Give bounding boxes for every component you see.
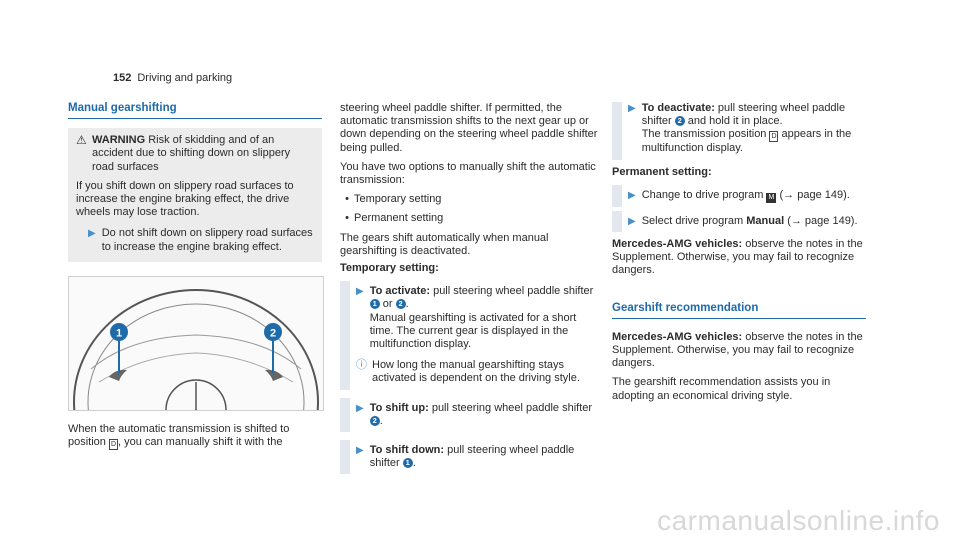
warning-icon: ⚠ (76, 133, 87, 148)
page-number: 152 (113, 72, 132, 84)
deactivated-text: The gears shift automatically when manua… (340, 231, 549, 257)
perm-step-1: ▶ Change to drive program M (→ page 149)… (612, 184, 866, 207)
warning-header: ⚠ WARNING Risk of skidding and of an acc… (76, 134, 314, 174)
step-arrow-icon: ▶ (88, 228, 96, 240)
step-arrow-icon: ▶ (356, 286, 364, 298)
amg-note: Mercedes-AMG vehicles: observe the notes… (612, 238, 863, 277)
chapter-title: Driving and parking (137, 72, 233, 84)
page-header: 152 Driving and parking (113, 72, 232, 85)
step-arrow-icon: ▶ (628, 189, 636, 201)
badge-2: 2 (395, 299, 406, 310)
warning-body: If you shift down on slippery road surfa… (76, 179, 294, 219)
position-d-symbol: D (769, 131, 779, 143)
intro-text: steering wheel paddle shifter. If permit… (340, 102, 598, 154)
badge-2: 2 (369, 415, 380, 426)
activate-step: ▶ To activate: pull steering wheel paddl… (340, 281, 600, 356)
column-1: Manual gearshifting ⚠ WARNING Risk of sk… (68, 102, 324, 515)
badge-2: 2 (674, 116, 685, 127)
section-title-manual-gearshifting: Manual gearshifting (68, 102, 177, 114)
badge-1: 1 (369, 299, 380, 310)
section-rule (612, 317, 866, 319)
warning-box: ⚠ WARNING Risk of skidding and of an acc… (68, 128, 322, 262)
step-arrow-icon: ▶ (628, 103, 636, 114)
drive-program-m-icon: M (766, 192, 777, 203)
step-arrow-icon: ▶ (356, 445, 364, 457)
caption: When the automatic transmission is shift… (68, 422, 290, 451)
callout-2: 2 (270, 327, 276, 339)
steering-wheel-illustration: 1 2 (68, 275, 324, 515)
column-3: ▶ To deactivate: pull steering wheel pad… (612, 102, 866, 403)
badge-1: 1 (402, 458, 413, 469)
permanent-heading: Permanent setting: (612, 165, 712, 178)
watermark: carmanualsonline.info (657, 504, 940, 536)
shift-up-step: ▶ To shift up: pull steering wheel paddl… (340, 397, 600, 433)
callout-1: 1 (116, 327, 122, 339)
shift-down-step: ▶ To shift down: pull steering wheel pad… (340, 440, 600, 475)
info-icon: ⓘ (356, 359, 367, 372)
perm-step-2: ▶ Select drive program Manual (→ page 14… (612, 210, 866, 233)
deactivate-step: ▶ To deactivate: pull steering wheel pad… (612, 102, 866, 160)
option-item: •Permanent setting (345, 212, 444, 225)
amg-note-2: Mercedes-AMG vehicles: observe the notes… (612, 330, 863, 370)
warning-label: WARNING (92, 134, 146, 147)
options-intro: You have two options to manually shift t… (340, 160, 596, 187)
warning-text: Risk of skidding and of an accident due … (92, 134, 291, 173)
option-item: •Temporary setting (345, 193, 442, 206)
step-arrow-icon: ▶ (356, 402, 364, 414)
note-step: ⓘ How long the manual gearshifting stays… (340, 355, 600, 390)
temporary-heading: Temporary setting: (340, 262, 439, 275)
step-arrow-icon: ▶ (628, 215, 636, 227)
note-text: How long the manual gearshifting stays a… (372, 359, 580, 385)
column-2: steering wheel paddle shifter. If permit… (340, 102, 600, 475)
steering-wheel-drawing: 1 2 (69, 276, 323, 515)
position-d-symbol: D (108, 439, 118, 451)
warning-step-text: Do not shift down on slippery road surfa… (101, 227, 313, 253)
warning-step: ▶ Do not shift down on slippery road sur… (76, 227, 314, 253)
section-title-gearshift-recommendation: Gearshift recommendation (612, 301, 759, 314)
recommendation-text: The gearshift recommendation assists you… (612, 376, 831, 402)
section-rule (68, 118, 322, 120)
